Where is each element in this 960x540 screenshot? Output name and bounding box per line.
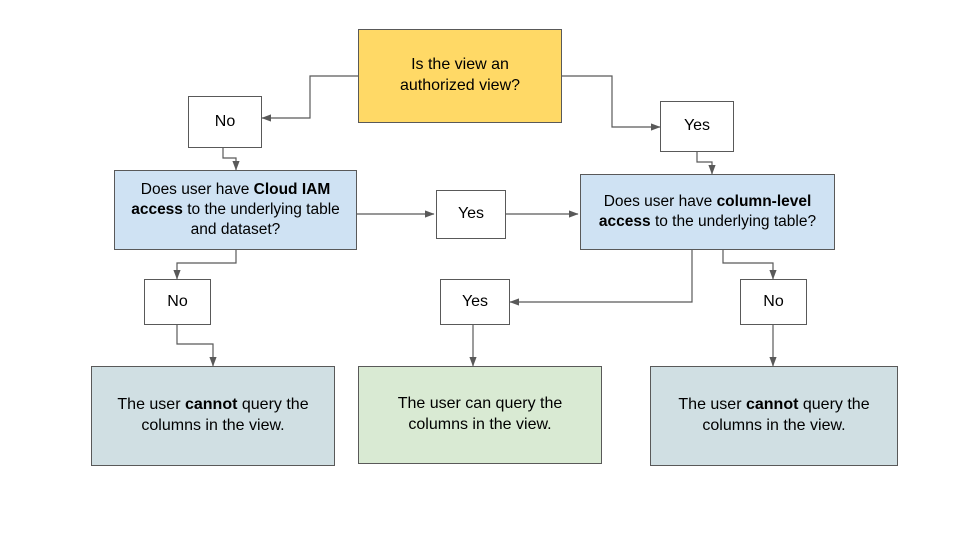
decision-node-authorized-view[interactable]: Is the view an authorized view? [358, 29, 562, 123]
outcome-node-right-denied[interactable]: The user cannot query the columns in the… [650, 366, 898, 466]
label-node-start-no-label: No [214, 112, 236, 130]
edge-column-to-yes [509, 250, 693, 306]
edge-start-to-no [261, 75, 358, 122]
label-node-column-no[interactable]: No [740, 279, 807, 325]
label-node-column-yes-label: Yes [461, 292, 489, 310]
outcome-node-right-denied-label: The user cannot query the columns in the… [678, 396, 870, 434]
label-node-iam-yes[interactable]: Yes [436, 190, 506, 239]
decision-node-cloud-iam-access-label: Does user have Cloud IAM access to the u… [131, 180, 340, 239]
outcome-node-left-denied-label: The user cannot query the columns in the… [117, 396, 309, 434]
label-node-column-no-label: No [763, 292, 784, 310]
edge-column-to-no [722, 250, 777, 280]
label-node-start-no[interactable]: No [188, 96, 262, 148]
decision-node-column-level-access-label: Does user have column-level access to th… [598, 192, 817, 230]
label-node-start-yes[interactable]: Yes [660, 101, 734, 152]
edge-start-to-yes [562, 75, 661, 131]
edge-yes-to-column [696, 152, 716, 175]
edge-no-to-outcome-left [176, 325, 217, 367]
label-node-start-yes-label: Yes [683, 117, 711, 135]
decision-node-cloud-iam-access[interactable]: Does user have Cloud IAM access to the u… [114, 170, 357, 250]
label-node-column-yes[interactable]: Yes [440, 279, 510, 325]
outcome-node-middle-allowed-label: The user can query the columns in the vi… [397, 395, 563, 433]
outcome-node-middle-allowed[interactable]: The user can query the columns in the vi… [358, 366, 602, 464]
decision-node-column-level-access[interactable]: Does user have column-level access to th… [580, 174, 835, 250]
label-node-iam-yes-label: Yes [457, 205, 485, 223]
decision-node-authorized-view-label: Is the view an authorized view? [399, 56, 521, 94]
edge-iam-to-no [173, 250, 237, 280]
outcome-node-left-denied[interactable]: The user cannot query the columns in the… [91, 366, 335, 466]
label-node-iam-no-label: No [167, 292, 188, 310]
edge-no-to-iam [222, 148, 240, 171]
label-node-iam-no[interactable]: No [144, 279, 211, 325]
